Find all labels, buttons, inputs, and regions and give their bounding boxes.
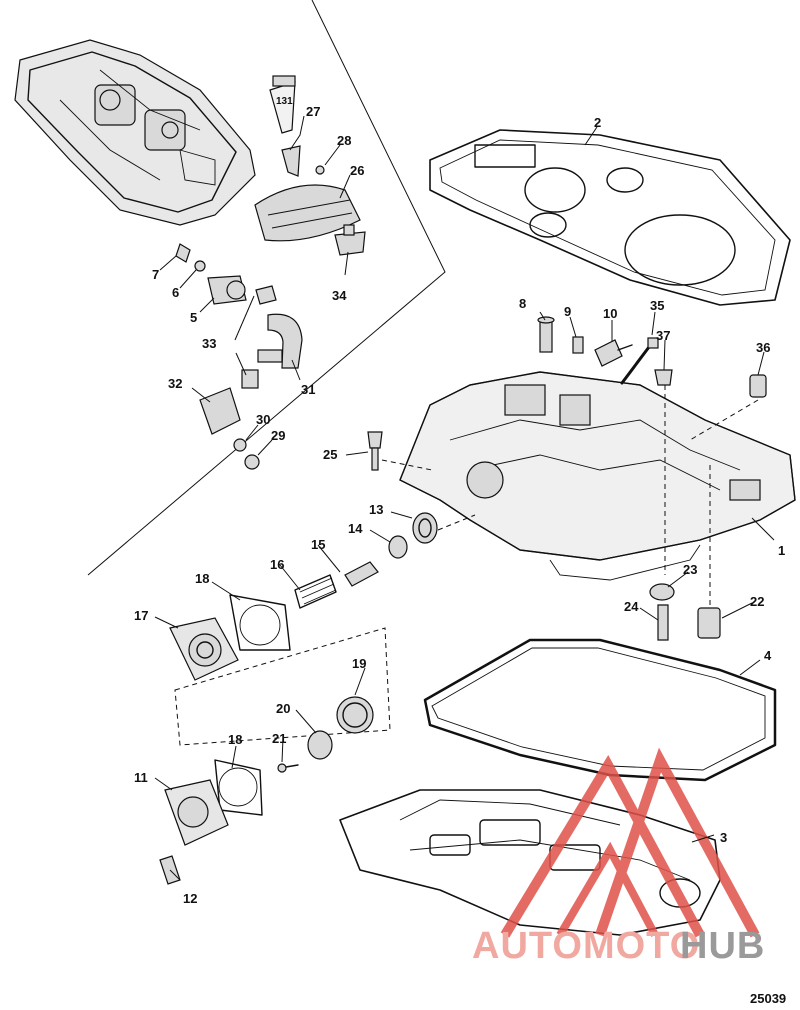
kit-dashed-box bbox=[174, 627, 391, 746]
callout-4: 4 bbox=[764, 648, 772, 663]
leader-lines bbox=[154, 115, 775, 881]
top-gasket bbox=[429, 129, 791, 306]
bottom-fittings bbox=[649, 583, 721, 641]
callout-10: 10 bbox=[603, 306, 617, 321]
callout-28: 28 bbox=[337, 133, 351, 148]
callout-15: 15 bbox=[311, 537, 325, 552]
callout-19: 19 bbox=[352, 656, 366, 671]
callout-12: 12 bbox=[183, 891, 197, 906]
callout-18a: 18 bbox=[195, 571, 209, 586]
callout-8: 8 bbox=[519, 296, 526, 311]
callout-16: 16 bbox=[270, 557, 284, 572]
callout-24: 24 bbox=[624, 599, 639, 614]
adapter-plate-inset bbox=[14, 39, 256, 226]
alignment-lines bbox=[381, 385, 759, 605]
watermark-triangle-right bbox=[595, 747, 760, 938]
watermark-triangle-inner bbox=[556, 841, 659, 938]
callout-1: 1 bbox=[778, 543, 785, 558]
figure-number: 25039 bbox=[750, 991, 786, 1006]
callout-2: 2 bbox=[594, 115, 601, 130]
callout-7: 7 bbox=[152, 267, 159, 282]
inset-boundary-line bbox=[87, 0, 446, 576]
callout-20: 20 bbox=[276, 701, 290, 716]
callout-32: 32 bbox=[168, 376, 182, 391]
callout-27: 27 bbox=[306, 104, 320, 119]
seal-ring bbox=[423, 638, 777, 782]
callout-22: 22 bbox=[750, 594, 764, 609]
sealant-tube: 131 bbox=[269, 75, 296, 134]
pump-assembly bbox=[169, 512, 438, 681]
callout-33: 33 bbox=[202, 336, 216, 351]
callout-29: 29 bbox=[271, 428, 285, 443]
callout-numbers: 1 2 3 4 5 6 7 8 9 10 11 12 13 14 15 16 1… bbox=[134, 104, 785, 906]
callout-6: 6 bbox=[172, 285, 179, 300]
callout-30: 30 bbox=[256, 412, 270, 427]
callout-14: 14 bbox=[348, 521, 363, 536]
inset-small-parts bbox=[175, 145, 366, 470]
callout-9: 9 bbox=[564, 304, 571, 319]
kit-parts bbox=[159, 696, 374, 885]
callout-5: 5 bbox=[190, 310, 197, 325]
callout-17: 17 bbox=[134, 608, 148, 623]
upper-right-fasteners bbox=[367, 316, 767, 471]
callout-11: 11 bbox=[134, 770, 148, 785]
watermark-triangle-outer bbox=[500, 754, 705, 938]
callout-36: 36 bbox=[756, 340, 770, 355]
tube-label: 131 bbox=[276, 96, 293, 107]
watermark-text-b: HUB bbox=[680, 925, 765, 967]
callout-35: 35 bbox=[650, 298, 664, 313]
callout-37: 37 bbox=[656, 328, 670, 343]
callout-18b: 18 bbox=[228, 732, 242, 747]
callout-25: 25 bbox=[323, 447, 337, 462]
callout-31: 31 bbox=[301, 382, 315, 397]
main-housing bbox=[399, 371, 796, 581]
watermark-logo bbox=[500, 747, 760, 938]
callout-34: 34 bbox=[332, 288, 347, 303]
callout-21: 21 bbox=[272, 731, 286, 746]
watermark-text-a: AUTOMOTO bbox=[472, 925, 700, 967]
callout-23: 23 bbox=[683, 562, 697, 577]
callout-26: 26 bbox=[350, 163, 364, 178]
callout-13: 13 bbox=[369, 502, 383, 517]
callout-3: 3 bbox=[720, 830, 727, 845]
